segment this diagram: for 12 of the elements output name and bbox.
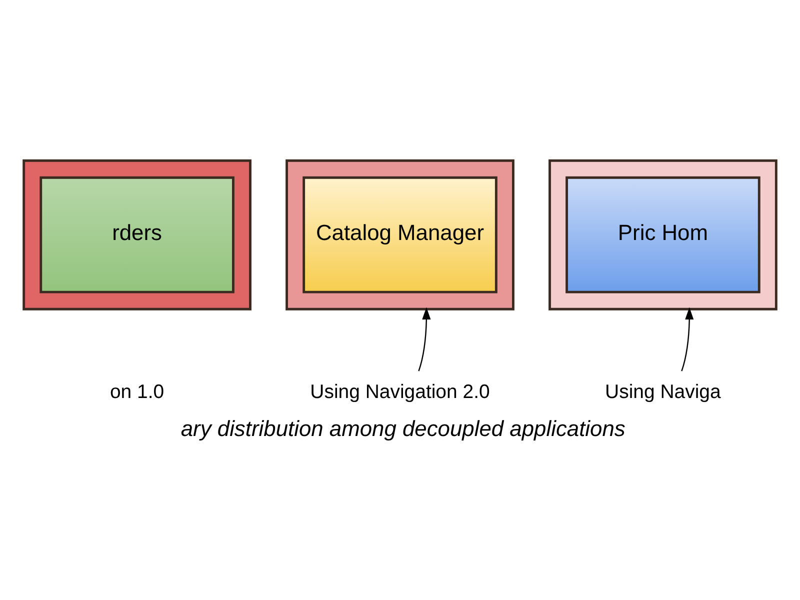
node-box: Catalog Manager xyxy=(302,176,498,294)
node-box: Pric Hom xyxy=(566,176,760,294)
node-text: Using Navigation 2.0 xyxy=(310,380,490,403)
cluster xyxy=(22,159,252,310)
node-text: Using Naviga xyxy=(605,380,721,403)
cluster xyxy=(286,159,514,310)
arrow xyxy=(681,307,694,372)
caption: ary distribution among decoupled applications xyxy=(180,416,626,442)
cluster xyxy=(548,159,778,310)
arrow xyxy=(418,307,431,372)
node-text: on 1.0 xyxy=(110,380,164,403)
node-box: rders xyxy=(40,176,234,294)
